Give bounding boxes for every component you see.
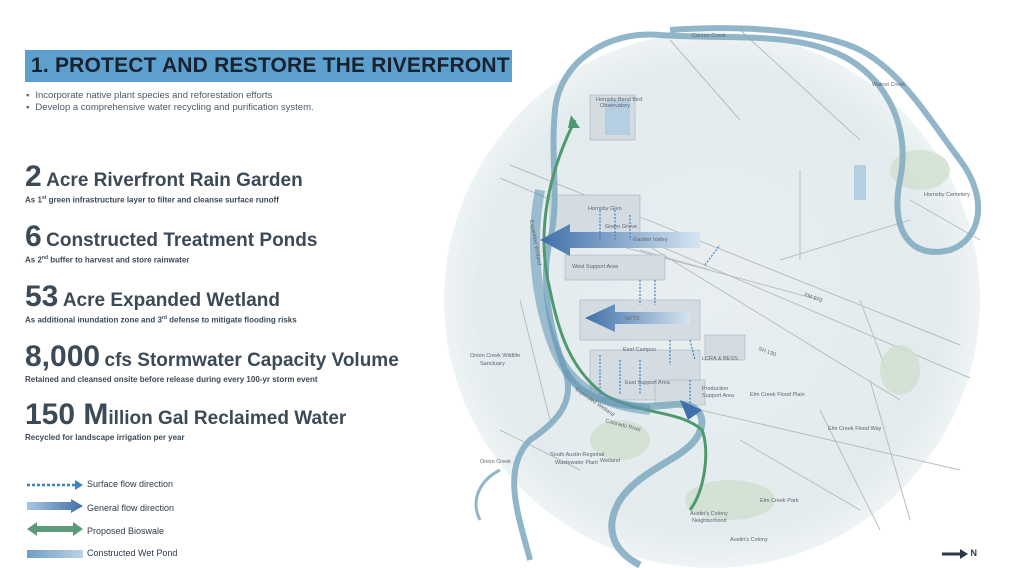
title-bar: 1. PROTECT AND RESTORE THE RIVERFRONT xyxy=(25,50,512,82)
svg-text:South Austin Regional: South Austin Regional xyxy=(550,452,604,458)
svg-text:East Campus: East Campus xyxy=(623,347,656,353)
svg-text:Onion Creek: Onion Creek xyxy=(480,459,511,465)
bioswale-arrow-icon xyxy=(568,115,580,128)
svg-text:Neighborhood: Neighborhood xyxy=(692,518,727,524)
svg-text:Garden Valley: Garden Valley xyxy=(633,237,668,243)
svg-text:Sanctuary: Sanctuary xyxy=(480,361,505,367)
page-title: 1. PROTECT AND RESTORE THE RIVERFRONT xyxy=(31,54,510,77)
stat-desc: As 2nd buffer to harvest and store rainw… xyxy=(25,255,190,265)
svg-text:Wetland: Wetland xyxy=(600,458,620,464)
svg-text:GFTX: GFTX xyxy=(625,316,640,322)
stat-label: Acre Riverfront Rain Garden xyxy=(46,170,303,191)
svg-text:Elm Creek Flood Way: Elm Creek Flood Way xyxy=(828,426,882,432)
svg-text:Observatory: Observatory xyxy=(600,103,630,109)
stat-rain-garden: 2 Acre Riverfront Rain Garden As 1st gre… xyxy=(25,160,303,205)
bullet-item: Incorporate native plant species and ref… xyxy=(26,90,314,102)
stat-label: illion Gal Reclaimed Water xyxy=(108,408,347,429)
pond-bar-icon xyxy=(27,550,83,558)
surface-flow-lines xyxy=(599,210,721,410)
svg-text:West Support Area: West Support Area xyxy=(572,264,619,270)
stat-value: 8,000 xyxy=(25,340,101,373)
svg-text:Green Grove: Green Grove xyxy=(605,224,637,230)
svg-text:Hornsby Cemetery: Hornsby Cemetery xyxy=(924,192,970,198)
legend-label: Surface flow direction xyxy=(87,479,174,489)
svg-text:SH 130: SH 130 xyxy=(757,346,776,358)
svg-text:Hornsby Glen: Hornsby Glen xyxy=(588,206,622,212)
svg-text:Production: Production xyxy=(702,386,728,392)
expanded-wetland-band xyxy=(530,189,651,415)
bullet-item: Develop a comprehensive water recycling … xyxy=(26,102,313,114)
stat-reclaimed-water: 150 Million Gal Reclaimed Water Recycled… xyxy=(25,398,346,442)
green-patches xyxy=(590,150,950,520)
general-flow-arrow-icon xyxy=(680,400,702,420)
onion-creek-stream xyxy=(474,468,501,521)
stat-value: 150 M xyxy=(25,398,109,431)
legend-general-flow: General flow direction xyxy=(27,499,174,515)
stat-label: cfs Stormwater Capacity Volume xyxy=(104,350,399,371)
stat-desc: As 1st green infrastructure layer to fil… xyxy=(25,195,279,205)
svg-text:Austin's Colony: Austin's Colony xyxy=(690,511,728,517)
general-flow-arrow-icon xyxy=(585,304,690,332)
svg-text:Support Area: Support Area xyxy=(702,393,735,399)
legend-label: Constructed Wet Pond xyxy=(87,548,178,558)
svg-text:Elm Creek Flood Plain: Elm Creek Flood Plain xyxy=(750,392,805,398)
dotted-arrow-icon xyxy=(27,480,83,490)
site-circle xyxy=(444,32,980,568)
stat-label: Acre Expanded Wetland xyxy=(62,290,280,311)
stat-value: 53 xyxy=(25,280,59,313)
stat-treatment-ponds: 6 Constructed Treatment Ponds As 2nd buf… xyxy=(25,220,317,265)
general-flow-arrow-icon xyxy=(540,224,700,256)
svg-text:Onion Creek Wildlife: Onion Creek Wildlife xyxy=(470,353,520,359)
thick-arrow-icon xyxy=(27,499,83,513)
north-arrow: N xyxy=(942,548,977,559)
stat-expanded-wetland: 53 Acre Expanded Wetland As additional i… xyxy=(25,280,297,325)
bioswale-path xyxy=(542,119,708,511)
legend-label: General flow direction xyxy=(87,503,175,513)
legend-surface-flow: Surface flow direction xyxy=(27,479,173,492)
svg-text:Walnut Creek: Walnut Creek xyxy=(872,82,905,88)
legend-label: Proposed Bioswale xyxy=(87,526,165,536)
double-arrow-icon xyxy=(27,522,83,536)
map-ponds xyxy=(605,100,866,200)
arrow-right-icon xyxy=(942,548,968,559)
stat-label: Constructed Treatment Ponds xyxy=(46,230,318,251)
bullet-list: Incorporate native plant species and ref… xyxy=(26,90,314,114)
legend-bioswale: Proposed Bioswale xyxy=(27,522,164,538)
stat-desc: Recycled for landscape irrigation per ye… xyxy=(25,433,185,442)
svg-text:East Support Area: East Support Area xyxy=(625,380,671,386)
stat-desc: Retained and cleansed onsite before rele… xyxy=(25,375,318,384)
stat-stormwater-capacity: 8,000 cfs Stormwater Capacity Volume Ret… xyxy=(25,340,399,384)
svg-text:Austin's Colony: Austin's Colony xyxy=(730,537,768,543)
svg-text:Elm Creek Park: Elm Creek Park xyxy=(760,498,799,504)
svg-text:LCRA & BESS: LCRA & BESS xyxy=(702,356,738,362)
svg-text:Hornsby Bend Bird: Hornsby Bend Bird xyxy=(596,97,642,103)
stat-value: 2 xyxy=(25,160,42,193)
stat-desc: As additional inundation zone and 3rd de… xyxy=(25,315,297,325)
legend-wet-pond: Constructed Wet Pond xyxy=(27,548,177,561)
svg-text:Carson Creek: Carson Creek xyxy=(692,33,726,39)
stat-value: 6 xyxy=(25,220,42,253)
north-label: N xyxy=(970,548,978,558)
svg-text:Wastewater Plant: Wastewater Plant xyxy=(555,460,598,466)
site-map: Carson Creek Hornsby Bend Bird Observato… xyxy=(444,25,982,568)
